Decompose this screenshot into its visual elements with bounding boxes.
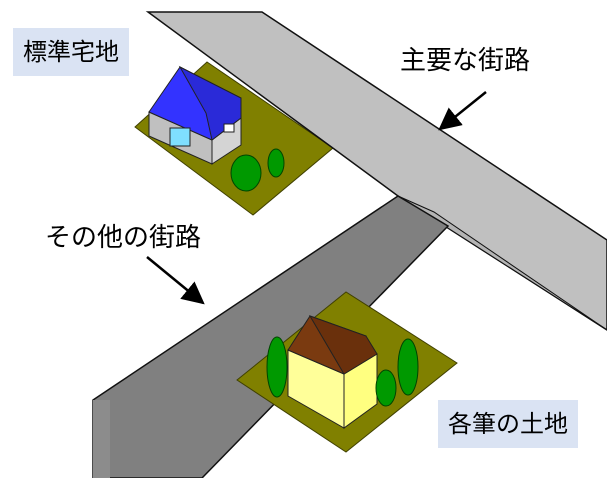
main-street-arrow-icon (438, 91, 487, 131)
tree-icon (230, 148, 285, 192)
main-street-label: 主要な街路 (400, 46, 531, 76)
house-icon (287, 315, 378, 429)
main-street (145, 11, 607, 331)
parcel-label: 各筆の土地 (438, 400, 578, 448)
other-street-arrow-icon (146, 256, 205, 305)
other-street-label: その他の街路 (45, 223, 202, 253)
standard-lot-label: 標準宅地 (13, 28, 129, 76)
house-icon (148, 65, 242, 165)
tree-icon (266, 336, 419, 407)
